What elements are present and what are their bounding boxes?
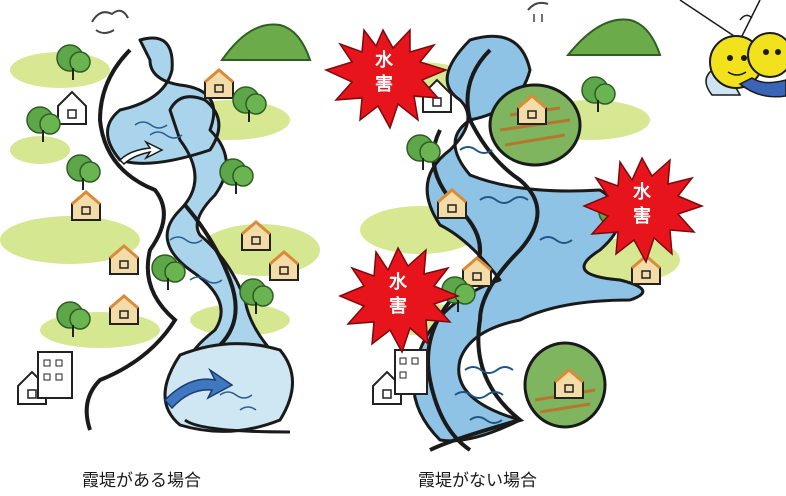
apartment-icon bbox=[37, 351, 73, 399]
levee-left bbox=[84, 48, 178, 431]
flood-damage-burst: 水 害 bbox=[323, 27, 449, 130]
burst-char-2: 害 bbox=[389, 295, 407, 317]
tree-icon bbox=[66, 154, 101, 191]
return-arrow-icon bbox=[163, 367, 234, 410]
house-icon bbox=[108, 294, 140, 326]
levee-right bbox=[183, 203, 238, 347]
burst-char-2: 害 bbox=[375, 73, 393, 95]
flow-arrow-icon bbox=[118, 140, 164, 166]
hill bbox=[220, 23, 312, 61]
water-ripples bbox=[454, 146, 573, 424]
flood-damage-burst: 水 害 bbox=[338, 246, 461, 354]
speech-bubble-tail bbox=[679, 0, 761, 41]
continuous-levee bbox=[429, 48, 540, 452]
mascot-icon bbox=[705, 14, 786, 98]
hill bbox=[565, 18, 662, 56]
scene-without-levee bbox=[360, 1, 680, 452]
cloud-icon bbox=[91, 9, 129, 34]
house-icon bbox=[70, 190, 102, 222]
apartment-icon bbox=[394, 349, 428, 395]
caption-with-levee: 霞堤がある場合 bbox=[82, 471, 201, 491]
burst-char-1: 水 bbox=[375, 49, 394, 71]
flood-damage-burst: 水 害 bbox=[582, 156, 705, 264]
outflow-channel bbox=[184, 418, 291, 434]
water-ripples bbox=[134, 121, 257, 411]
burst-char-2: 害 bbox=[633, 205, 651, 227]
scene-with-levee bbox=[0, 9, 320, 434]
tree-icon bbox=[219, 158, 254, 195]
cloud-icon bbox=[527, 1, 549, 22]
house-icon bbox=[57, 91, 87, 125]
house-icon bbox=[203, 68, 235, 100]
burst-char-1: 水 bbox=[389, 271, 408, 293]
burst-char-1: 水 bbox=[633, 181, 652, 203]
caption-without-levee: 霞堤がない場合 bbox=[418, 471, 537, 491]
